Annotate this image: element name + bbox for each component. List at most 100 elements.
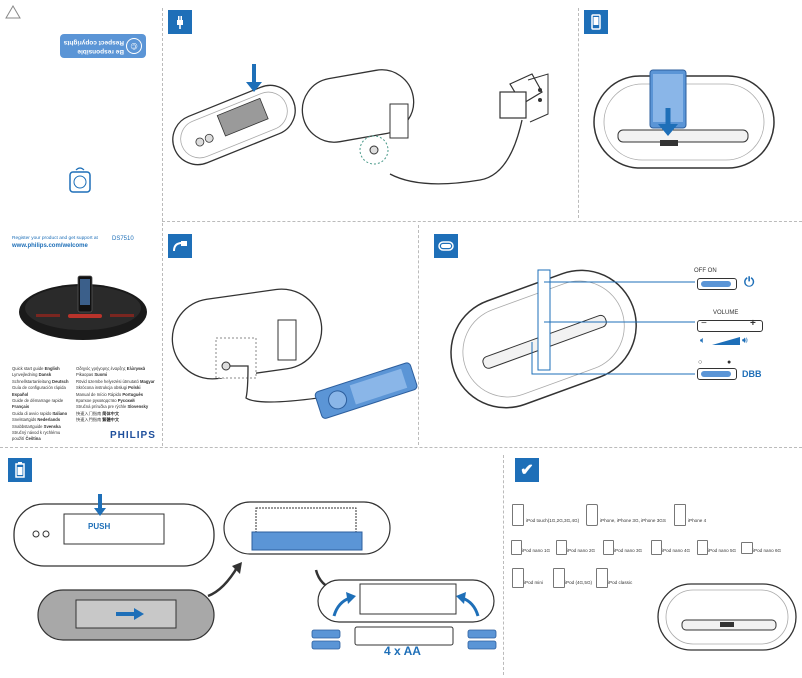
compat-item: iPod nano 6G [753,548,782,553]
ipod-touch-icon [512,504,524,526]
check-icon: ✔ [515,458,539,482]
volume-control[interactable]: − + [697,318,763,332]
dbb-switch[interactable] [697,368,737,380]
dbb-label: DBB [742,369,762,379]
language-guide-title: Guide de démarrage rapide [12,398,64,404]
divider [418,225,419,445]
language-name: Suomi [94,372,108,378]
language-entry: Snabbstartguide Svenska [12,424,72,430]
speaker-front-illustration [657,583,797,651]
language-entry: Guida di avvio rapido Italiano [12,411,72,417]
compat-item: iPod nano 5G [708,548,737,553]
language-entry: 快速入門指南 繁體中文 [76,417,160,423]
ipod-classic-icon [596,568,608,588]
speaker-dock-illustration [593,69,775,169]
language-guide-title: Stručná príručka pre rýchle [76,404,128,410]
compat-item: iPhone, iPhone 3G, iPhone 3GS [600,518,666,523]
language-entry: Краткое руководство Русский [76,398,160,404]
language-entry: Quick start guide English [12,366,72,372]
language-entry: Pikaopas Suomi [76,372,160,378]
aux-cable-icon [168,234,192,258]
divider [578,8,579,218]
volume-high-icon: 🔊︎ [742,335,748,345]
volume-plus-button[interactable]: + [750,318,756,329]
language-guide-title: Guida di avvio rapido [12,410,53,416]
language-entry: Οδηγός γρήγορης έναρξης Ελληνικά [76,366,160,372]
copyright-line2: Respect copyrights [63,39,124,46]
speaker-controls-illustration [450,269,695,409]
language-entry: Schnellstartanleitung Deutsch [12,379,72,385]
battery-step-insert [317,579,495,623]
language-guide-title: Οδηγός γρήγορης έναρξης [76,366,127,371]
ipod-nano-icon [741,542,753,554]
speaker-side-illustration [301,69,415,165]
compat-item: iPhone 4 [688,518,707,523]
language-entry: Skrócona instrukcja obsługi Polski [76,385,160,391]
battery-step-slide [37,589,215,641]
ipod-nano-icon [603,540,614,555]
language-guide-title: Lynvejledning [12,372,39,378]
language-guide-title: Guía de configuración rápida [12,385,66,391]
power-adapter-illustration [389,73,549,185]
language-guide-title: Skrócona instrukcja obsługi [76,385,129,391]
product-photo [19,275,147,340]
language-name: Italiano [52,410,68,416]
support-url[interactable]: www.philips.com/welcome [12,243,88,249]
divider [0,447,802,448]
volume-label: VOLUME [713,310,739,316]
compat-item: iPod mini [524,580,543,585]
aa-batteries-left [311,629,341,650]
language-guide-title: Quick start guide [12,366,45,371]
ipod-mini-icon [512,568,524,588]
language-guide-title: 快速入門指南 [76,417,103,423]
ipod-icon [584,10,608,34]
language-name: 简体中文 [102,410,120,416]
language-guide-title: Краткое руководство [76,398,118,404]
language-entry: Rövid üzembe helyezési útmutató Magyar [76,379,160,385]
volume-ramp-icon [712,337,740,345]
volume-minus-button[interactable]: − [701,318,707,329]
language-name: Polski [128,385,141,391]
language-name: English [44,366,60,371]
battery-count-label: 4 x AA [384,644,421,658]
off-on-label: OFF ON [694,268,717,274]
battery-step-cover-off [223,501,391,555]
copyright-badge: © Be responsible Respect copyrights [60,34,146,58]
language-name: Magyar [140,378,155,384]
language-guide-title: Schnellstartanleitung [12,378,53,384]
ipod-nano-icon [651,540,662,555]
copyright-icon: © [126,38,142,54]
language-name: Русский [117,398,135,404]
speaker-aux-illustration [171,288,418,419]
plug-icon [168,10,192,34]
compat-item: iPod (4G,5G) [565,580,593,585]
ipod-icon [553,568,565,588]
fine-print [40,6,150,11]
dbb-on-indicator: ● [727,359,732,366]
dbb-off-indicator: ○ [698,359,703,366]
iphone-4-icon [674,504,686,526]
ipod-nano-icon [556,540,567,555]
language-name: Nederlands [37,417,61,423]
language-guide-title: Pikaopas [76,372,95,378]
power-switch[interactable] [697,278,737,290]
language-entry: 快速入门指南 简体中文 [76,411,160,417]
iphone-icon [586,504,598,526]
ipod-nano-icon [697,540,708,555]
compat-item: iPod classic [608,580,633,585]
language-entry: Manual de Início Rápido Português [76,392,160,398]
language-entry: Lynvejledning Dansk [12,372,72,378]
language-entry: Guide de démarrage rapide Français [12,398,72,411]
ecology-stamp-icon [69,167,91,193]
language-guide-title: Rövid üzembe helyezési útmutató [76,378,141,384]
language-guide-title: Manual de Início Rápido [76,391,123,397]
language-guide-title: Stručný návod k rychlému použití [12,430,61,442]
language-guide-title: Snelstartgids [12,417,38,423]
volume-low-icon: 🔈︎ [700,335,706,345]
language-name: Deutsch [52,378,69,384]
battery-step-push [13,494,215,567]
language-name: Português [122,391,144,397]
language-name: 繁體中文 [102,417,120,423]
